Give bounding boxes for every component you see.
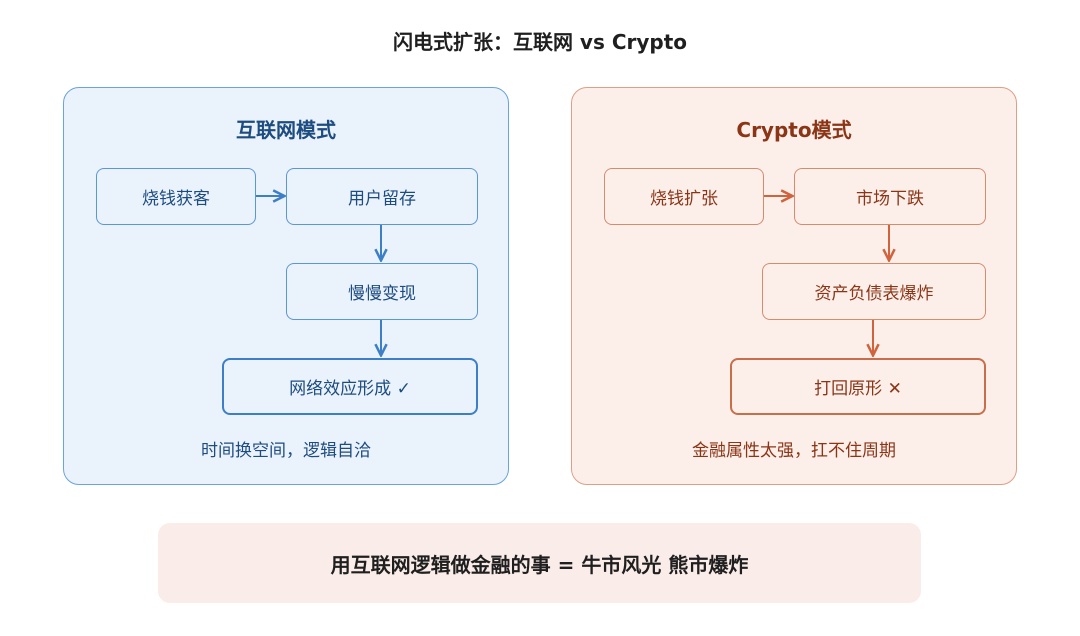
node-user-retention: 用户留存 [286,168,478,225]
node-balance-sheet-explosion: 资产负债表爆炸 [762,263,986,320]
conclusion-banner: 用互联网逻辑做金融的事 = 牛市风光 熊市爆炸 [158,523,921,603]
page-title: 闪电式扩张：互联网 vs Crypto [392,30,688,54]
node-slow-monetization: 慢慢变现 [286,263,478,320]
node-burn-cash-expand: 烧钱扩张 [604,168,764,225]
crypto-model-panel: Crypto模式 烧钱扩张 市场下跌 资产负债表爆炸 打回原形 ✕ 金融属性太强… [571,87,1017,485]
internet-model-caption: 时间换空间，逻辑自洽 [201,441,371,461]
crypto-model-heading: Crypto模式 [736,118,852,142]
internet-model-panel: 互联网模式 烧钱获客 用户留存 慢慢变现 网络效应形成 ✓ 时间换空间，逻辑自洽 [63,87,509,485]
node-burn-cash-acquire: 烧钱获客 [96,168,256,225]
node-network-effect: 网络效应形成 ✓ [222,358,478,415]
crypto-model-caption: 金融属性太强，扛不住周期 [692,441,896,461]
node-market-decline: 市场下跌 [794,168,986,225]
internet-model-heading: 互联网模式 [236,118,336,142]
node-back-to-square-one: 打回原形 ✕ [730,358,986,415]
